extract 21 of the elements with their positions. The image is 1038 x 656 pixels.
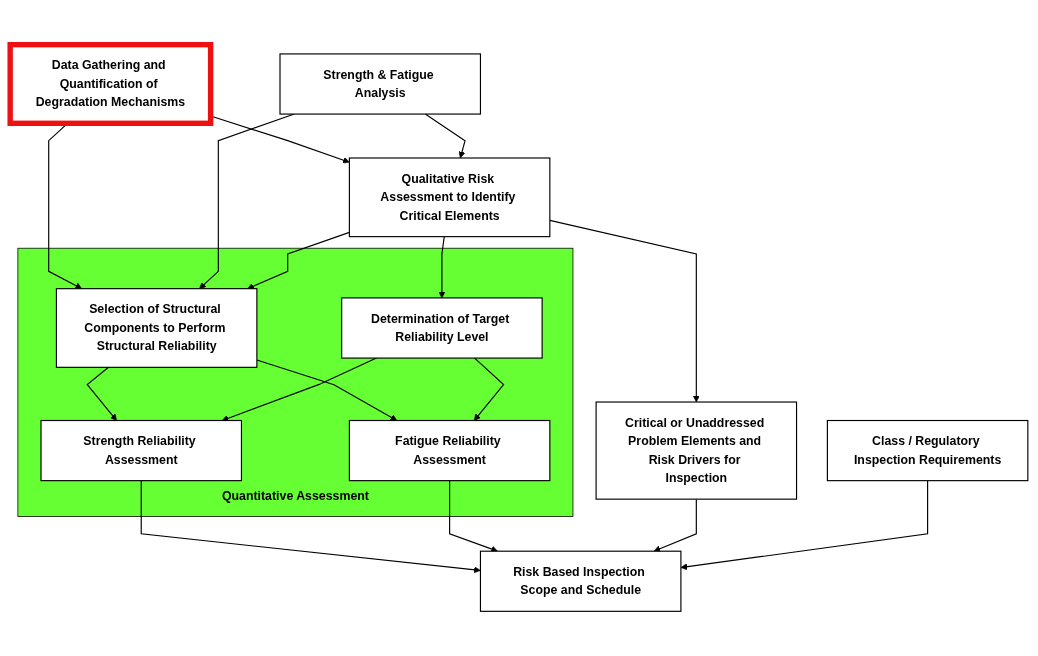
arrow <box>549 219 700 403</box>
node-box: Strength & Fatigue Analysis <box>279 53 482 115</box>
arrow <box>449 480 498 553</box>
node-box: Critical or Unaddressed Problem Elements and Risk Drivers for Inspection <box>595 401 798 500</box>
arrow <box>653 498 697 552</box>
arrow <box>140 480 481 574</box>
arrow <box>247 231 350 290</box>
node-box: Selection of Structural Components to Perform Structural Reliability <box>55 288 258 368</box>
node-box: Data Gathering and Quantification of Degradation Mechanisms <box>7 41 214 126</box>
arrow <box>473 357 505 421</box>
arrow <box>438 236 446 299</box>
node-box: Class / Regulatory Inspection Requirements <box>826 419 1029 482</box>
node-box: Fatigue Reliability Assessment <box>348 419 551 482</box>
node-box: Risk Based Inspection Scope and Schedule <box>479 550 682 612</box>
node-box: Determination of Target Reliability Level <box>341 297 543 359</box>
arrow <box>256 359 398 421</box>
node-box: Strength Reliability Assessment <box>40 419 243 482</box>
arrow <box>424 113 466 159</box>
node-box: Qualitative Risk Assessment to Identify Critical Elements <box>348 157 551 238</box>
arrow <box>86 366 117 421</box>
arrow <box>680 480 929 571</box>
